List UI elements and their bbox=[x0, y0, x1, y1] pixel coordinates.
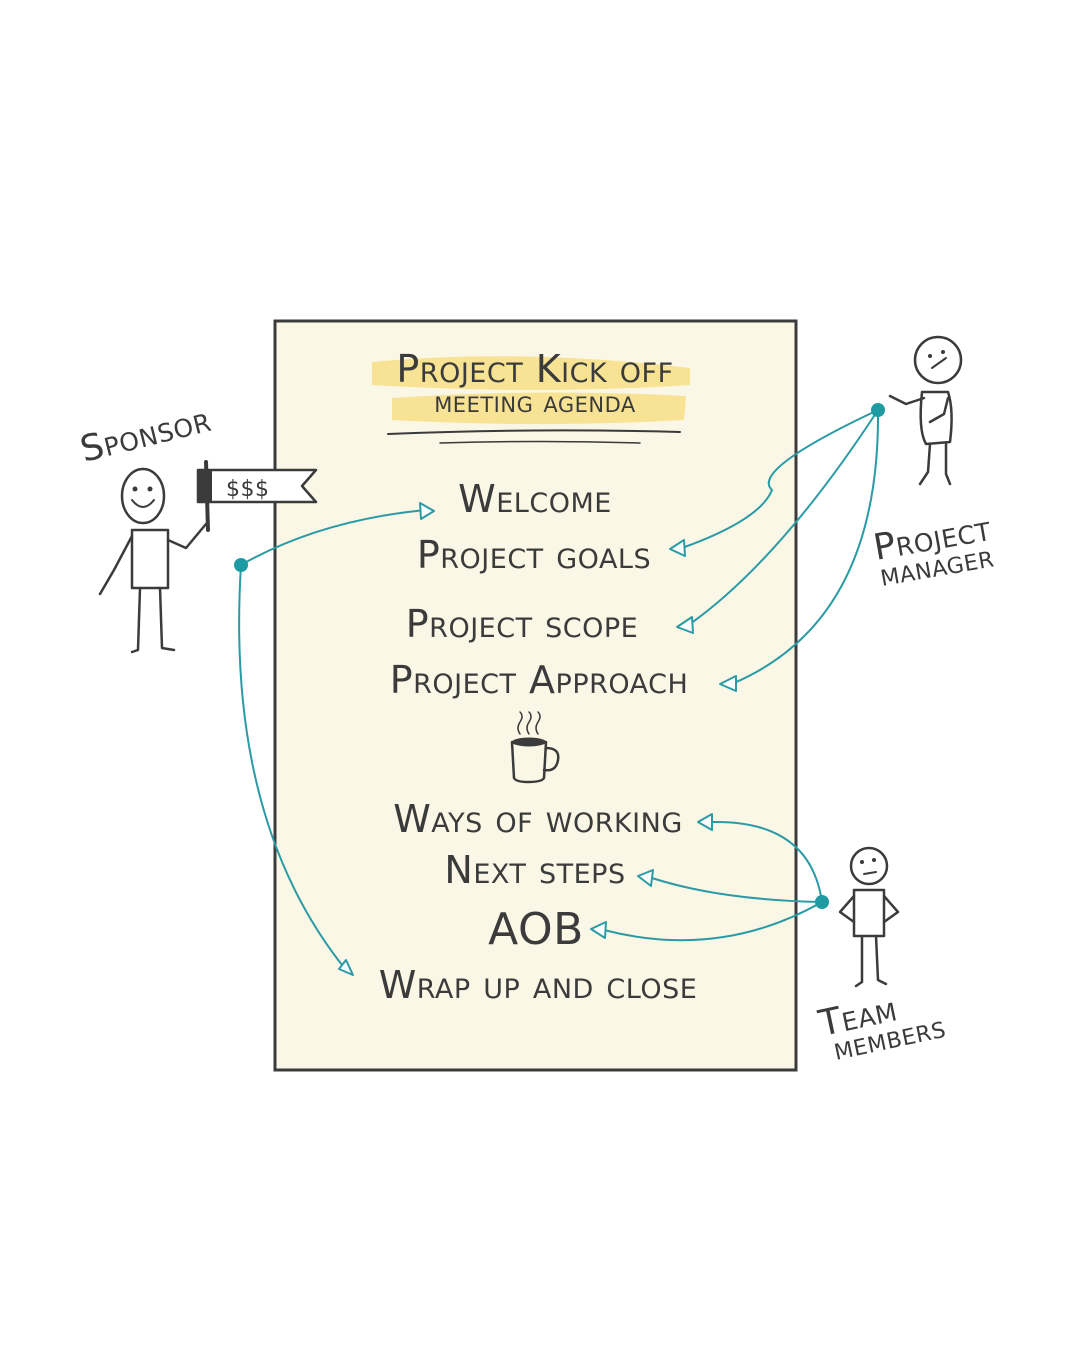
label-sponsor: Sponsor bbox=[76, 399, 215, 471]
title-line-2: meeting agenda bbox=[434, 385, 636, 420]
coffee-mug-icon bbox=[510, 711, 560, 784]
agenda-item-scope: Project scope bbox=[406, 602, 638, 646]
agenda-item-wrap-up: Wrap up and close bbox=[379, 963, 698, 1007]
agenda-item-approach: Project Approach bbox=[390, 658, 689, 702]
sponsor-figure bbox=[98, 467, 208, 654]
agenda-item-next-steps: Next steps bbox=[444, 848, 625, 892]
flag-icon: $$$ bbox=[196, 460, 318, 532]
project-manager-figure bbox=[888, 335, 963, 486]
flag-text: $$$ bbox=[226, 477, 270, 502]
agenda-item-aob: AOB bbox=[488, 904, 584, 955]
agenda-sheet bbox=[273, 319, 798, 1072]
agenda-item-welcome: Welcome bbox=[458, 477, 612, 521]
agenda-item-ways-of-working: Ways of working bbox=[393, 797, 683, 841]
title-line-1: Project Kick off bbox=[396, 347, 673, 391]
title-underline bbox=[387, 429, 681, 435]
sponsor-connectors bbox=[234, 502, 435, 976]
project-manager-connectors bbox=[669, 403, 885, 692]
title-highlight bbox=[372, 356, 690, 390]
team-connectors bbox=[590, 813, 829, 942]
title-highlight-2 bbox=[392, 392, 686, 424]
team-member-figure bbox=[838, 846, 900, 988]
title-underline-2 bbox=[439, 440, 641, 444]
agenda-item-goals: Project goals bbox=[417, 533, 651, 577]
